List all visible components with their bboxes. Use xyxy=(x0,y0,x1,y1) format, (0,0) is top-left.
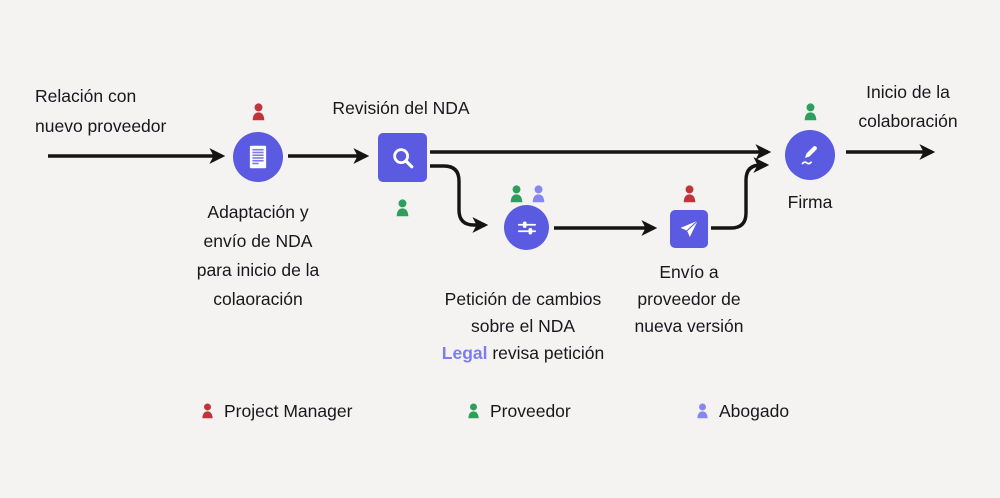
send-icon xyxy=(680,220,699,237)
person-icon xyxy=(396,199,409,217)
person-icon xyxy=(510,185,523,203)
person-icon xyxy=(697,403,708,419)
arrow-review-to-petition xyxy=(430,164,489,233)
legend-label-abogado: Abogado xyxy=(719,400,790,421)
search-icon xyxy=(392,147,413,168)
petition-legal-word: Legal xyxy=(441,343,488,363)
person-abogado-petition xyxy=(530,184,547,204)
person-icon xyxy=(202,403,213,419)
adapt-label: Adaptación y envío de NDA para inicio de… xyxy=(196,202,320,309)
person-icon xyxy=(468,403,479,419)
send-label: Envío a proveedor de nueva versión xyxy=(634,262,744,336)
person-proveedor-sign xyxy=(802,102,819,122)
legend-label-project-manager: Project Manager xyxy=(224,400,353,421)
sliders-icon xyxy=(517,221,536,234)
person-icon xyxy=(532,185,545,203)
person-project-manager-send xyxy=(681,184,698,204)
person-proveedor-review xyxy=(394,198,411,218)
person-icon xyxy=(804,103,817,121)
petition-line1: Petición de cambios xyxy=(444,289,602,309)
person-icon xyxy=(683,185,696,203)
node-adapt-nda xyxy=(233,132,283,182)
person-proveedor-petition xyxy=(508,184,525,204)
node-petition-changes xyxy=(504,205,549,250)
petition-label: Petición de cambios sobre el NDA Legal r… xyxy=(442,259,604,367)
end-label: Inicio de la colaboración xyxy=(858,82,958,131)
petition-line3: revisa petición xyxy=(487,343,605,363)
start-label: Relación con nuevo proveedor xyxy=(35,86,167,136)
arrow-send-to-sign xyxy=(711,157,770,230)
petition-line2: sobre el NDA xyxy=(470,316,576,336)
legend-label-proveedor: Proveedor xyxy=(490,400,571,421)
node-review-nda xyxy=(378,133,427,182)
document-icon xyxy=(249,145,267,169)
node-send-version xyxy=(670,210,708,248)
legend-item-abogado: Abogado xyxy=(695,400,789,422)
node-sign xyxy=(785,130,835,180)
review-title: Revisión del NDA xyxy=(332,98,470,118)
legend-item-project-manager: Project Manager xyxy=(200,400,352,422)
legend-item-proveedor: Proveedor xyxy=(466,400,571,422)
person-icon xyxy=(252,103,265,121)
sign-label: Firma xyxy=(787,192,833,212)
signature-icon xyxy=(801,146,817,165)
person-project-manager-adapt xyxy=(250,102,267,122)
